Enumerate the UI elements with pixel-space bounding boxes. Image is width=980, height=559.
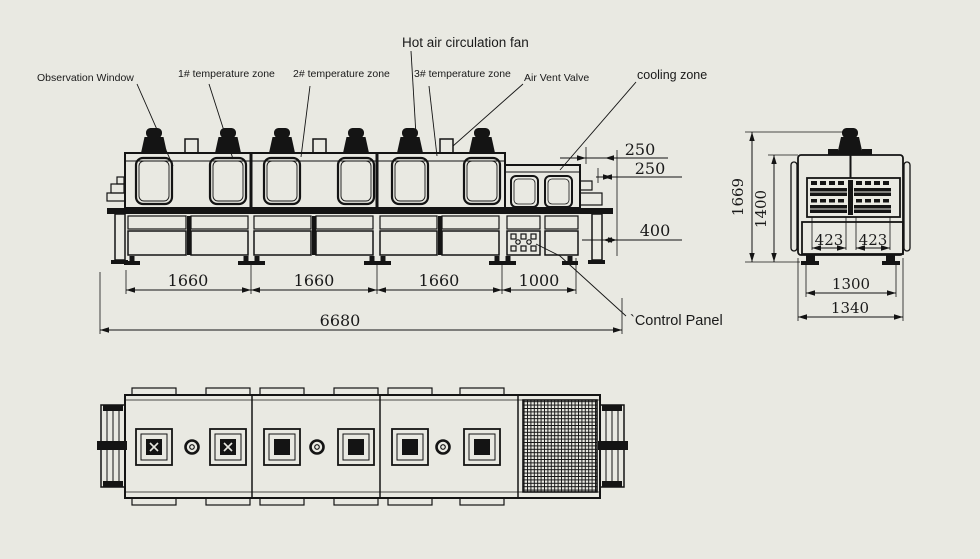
dim-inner-width: 1300: [832, 275, 870, 293]
dim-zone3: 1660: [419, 271, 460, 290]
observation-window-3: [262, 156, 302, 206]
label-hot-air-fan: Hot air circulation fan: [402, 35, 529, 50]
circulation-fan-1: [141, 128, 167, 153]
observation-window-2: [208, 156, 248, 206]
front-view: Observation Window 1# temperature zone 2…: [37, 35, 723, 334]
dim-zone2: 1660: [294, 271, 335, 290]
plan-outlet-conveyor: [598, 404, 628, 488]
side-feet: [801, 255, 900, 265]
plan-vent-circle-3: [435, 439, 451, 455]
side-width-dimensions: 1300 1340: [797, 258, 904, 321]
dim-zone1: 1660: [168, 271, 209, 290]
plan-cooling-mesh: [522, 399, 598, 493]
side-height-dimensions: 1669 1400: [729, 131, 848, 263]
label-temp-zone-3: 3# temperature zone: [414, 68, 511, 80]
support-legs: [111, 213, 605, 265]
air-vent-valve-3: [439, 138, 454, 154]
observation-window-5: [390, 156, 430, 206]
cooling-window-2: [544, 175, 573, 208]
dim-belt-right: 423: [859, 231, 888, 249]
dim-overall-height: 1669: [729, 178, 747, 216]
dim-mid-offset: 250: [635, 159, 666, 178]
cooling-window-1: [510, 175, 539, 208]
label-cooling-zone: cooling zone: [637, 68, 707, 82]
plan-inlet-conveyor: [97, 404, 127, 488]
side-fan-motor: [828, 128, 872, 155]
louver-block: [806, 177, 901, 218]
circulation-fan-6: [469, 128, 495, 153]
dim-total: 6680: [320, 311, 361, 330]
air-vent-valve-1: [184, 138, 199, 154]
dim-cooling: 1000: [519, 271, 560, 290]
circulation-fan-3: [269, 128, 295, 153]
label-temp-zone-1: 1# temperature zone: [178, 68, 275, 80]
circulation-fan-5: [397, 128, 423, 153]
dim-belt-left: 423: [815, 231, 844, 249]
side-rail-left: [790, 161, 798, 252]
air-vent-valve-2: [312, 138, 327, 154]
observation-window-1: [134, 156, 174, 206]
belt-dimensions: 423 423: [812, 231, 890, 251]
label-observation-window: Observation Window: [37, 72, 134, 84]
circulation-fan-4: [343, 128, 369, 153]
dim-body-height: 1400: [752, 190, 770, 228]
cooling-zone-section: [504, 164, 581, 209]
dim-top-offset: 250: [625, 140, 656, 159]
dim-overall-width: 1340: [831, 299, 869, 317]
drawer-row: [127, 215, 579, 230]
side-base-box: [801, 221, 904, 255]
inlet-bracket: [106, 176, 126, 202]
side-view: 423 423 1669 1400: [729, 128, 911, 321]
plan-fan-squares: [135, 428, 501, 466]
side-rail-right: [903, 161, 911, 252]
plan-vent-circle-1: [184, 439, 200, 455]
conveyor-band: [107, 208, 613, 214]
label-control-panel: `Control Panel: [630, 313, 723, 329]
circulation-fan-2: [215, 128, 241, 153]
outlet-bracket: [579, 180, 603, 206]
plan-view: [97, 387, 628, 506]
observation-window-6: [462, 156, 502, 206]
dim-cabinet-height: 400: [640, 221, 671, 240]
plan-vent-circle-2: [309, 439, 325, 455]
label-temp-zone-2: 2# temperature zone: [293, 68, 390, 80]
front-dimensions: 1660 1660 1660 1000 6680 250 250 400: [99, 140, 682, 334]
control-panel: [506, 230, 561, 257]
observation-window-4: [336, 156, 376, 206]
leader-lines: [136, 50, 637, 317]
label-air-vent-valve: Air Vent Valve: [524, 72, 589, 84]
